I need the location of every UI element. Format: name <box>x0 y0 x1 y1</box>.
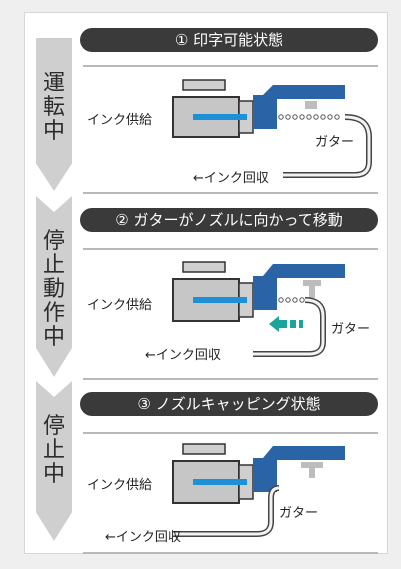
nozzle-head-icon <box>253 85 345 129</box>
ink-recovery-label: ←インク回収 <box>145 348 221 363</box>
step3-illustration <box>172 443 345 537</box>
connector-icon <box>182 261 226 273</box>
step3-title: ③ ノズルキャッピング状態 <box>80 392 378 416</box>
gutter-mount-icon <box>305 101 317 109</box>
gutter-mount-icon <box>301 462 323 468</box>
ink-supply-label: インク供給 <box>87 113 153 128</box>
step2-title: ② ガターがノズルに向かって移動 <box>80 208 378 232</box>
gutter-mount-icon <box>303 280 321 286</box>
step1-panel: インク供給 ガター ←インク回収 <box>83 65 378 194</box>
state-arrow-stopping: 停 止 動 作 中 <box>36 196 72 377</box>
state-arrow-stopped: 停 止 中 <box>36 381 72 541</box>
ink-channel-icon <box>193 297 247 303</box>
ink-supply-label: インク供給 <box>87 478 153 493</box>
step1-illustration <box>172 79 372 178</box>
gutter-label: ガター <box>315 135 355 150</box>
ink-recovery-label: ←インク回収 <box>105 530 181 545</box>
step2-illustration <box>172 261 345 357</box>
connector-icon <box>182 79 226 91</box>
gutter-tube-icon <box>173 486 280 536</box>
step3-panel: インク供給 ガター ←インク回収 <box>83 432 378 554</box>
gutter-label: ガター <box>279 506 319 521</box>
ink-droplets-icon <box>278 297 305 303</box>
connector-icon <box>182 443 226 455</box>
move-left-arrow-icon <box>269 316 303 332</box>
gutter-tube-icon <box>253 298 325 356</box>
state-label-stopped: 停 止 中 <box>42 414 65 487</box>
ink-supply-label: インク供給 <box>87 298 153 313</box>
ink-recovery-label: ←インク回収 <box>193 171 269 186</box>
step2-panel: インク供給 ガター ←インク回収 <box>83 248 378 380</box>
ink-droplets-icon <box>278 114 340 120</box>
nozzle-head-icon <box>253 264 345 310</box>
ink-channel-icon <box>193 114 247 120</box>
nozzle-head-icon <box>253 446 345 492</box>
ink-channel-icon <box>193 479 247 485</box>
state-arrow-running: 運 転 中 <box>36 38 72 191</box>
gutter-tube-icon <box>283 115 371 177</box>
state-label-stopping: 停 止 動 作 中 <box>42 229 65 350</box>
state-label-running: 運 転 中 <box>42 71 65 144</box>
step1-title: ① 印字可能状態 <box>80 28 378 52</box>
gutter-label: ガター <box>331 322 371 337</box>
